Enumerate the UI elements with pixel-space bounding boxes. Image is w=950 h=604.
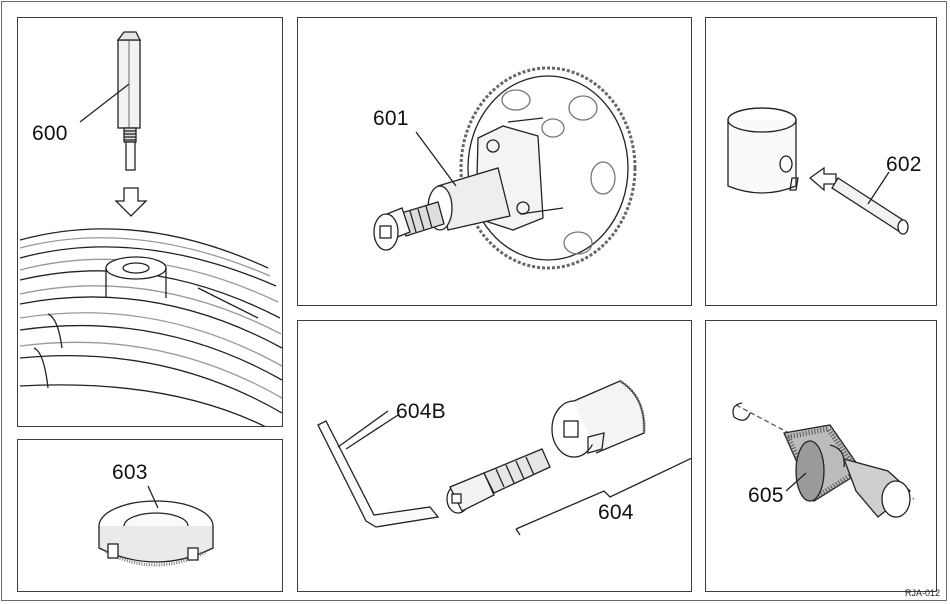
callout-601: 601 bbox=[373, 107, 409, 130]
callout-600: 600 bbox=[32, 122, 68, 145]
panel-600: 600 bbox=[17, 17, 283, 427]
panel-601: 601 bbox=[297, 17, 692, 306]
figure-code: RJA-012 bbox=[904, 588, 940, 598]
knurled-tool-illustration bbox=[732, 402, 915, 518]
callout-602: 602 bbox=[886, 153, 922, 176]
callout-605: 605 bbox=[748, 484, 784, 507]
panel-605: 605 bbox=[705, 320, 937, 592]
puller-kit-illustration bbox=[317, 379, 691, 536]
panel-602: 602 bbox=[705, 17, 937, 306]
panel-603: 603 bbox=[17, 439, 283, 592]
panel-604: 604B 604 bbox=[297, 320, 692, 592]
ring-tool-illustration bbox=[98, 485, 214, 567]
flywheel-puller-illustration bbox=[373, 66, 637, 270]
callout-604b: 604B bbox=[396, 400, 446, 423]
piston-pin-tool-illustration bbox=[727, 107, 909, 235]
cylinder-head-tool-illustration bbox=[19, 31, 282, 426]
callout-604: 604 bbox=[598, 501, 634, 524]
callout-603: 603 bbox=[112, 461, 148, 484]
